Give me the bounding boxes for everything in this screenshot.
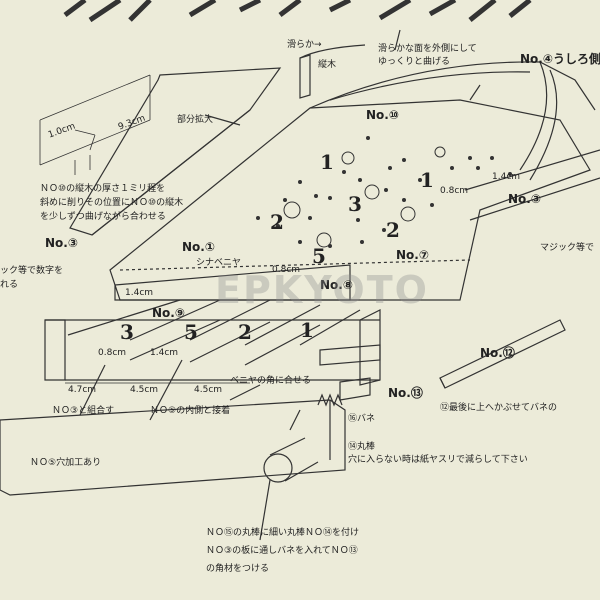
numbers-note-2: れる — [0, 280, 19, 290]
dim-0.8a: 0.8cm — [272, 265, 301, 275]
lane-number: 5 — [184, 320, 198, 344]
dim-0.8b: 0.8cm — [98, 348, 127, 358]
dim-4.7: 4.7cm — [68, 385, 97, 395]
bottom-note-2: ＮＯ③の板に通しバネを入れてＮＯ⑬ — [206, 546, 358, 556]
numbers-note: ック等で数字を — [0, 266, 64, 276]
dim-1.4a: 1.4cm — [125, 288, 154, 298]
board-number: 1 — [420, 168, 434, 192]
combine3-label: ＮＯ③と組合す — [52, 406, 115, 416]
spring-label: ⑯バネ — [348, 414, 376, 424]
board-number: 2 — [270, 210, 284, 234]
dim-1.4b: 1.4cm — [150, 348, 179, 358]
bend-note-2: ゆっくりと曲げる — [378, 57, 451, 67]
part-7-label: No.⑦ — [396, 248, 430, 262]
part-1-label: No.① — [182, 240, 216, 254]
last-note: ⑫最後に上へかぶせてバネの — [440, 403, 558, 413]
board-number: 5 — [312, 244, 326, 268]
board-number: 3 — [348, 192, 362, 216]
lane-number: 1 — [300, 318, 314, 342]
part-8-label: No.⑧ — [320, 278, 354, 292]
rod-note: 穴に入らない時は紙ヤスリで減らして下さい — [348, 455, 528, 465]
hole5-label: ＮＯ⑤穴加工あり — [30, 458, 102, 468]
part-12-label: No.⑫ — [480, 346, 515, 360]
dim-1.4c: 1.4cm — [492, 172, 521, 182]
part-13-label: No.⑬ — [388, 386, 423, 400]
lane-number: 2 — [238, 320, 252, 344]
magic-label: マジック等で — [540, 243, 595, 253]
part-9-label: No.⑨ — [152, 306, 186, 320]
part-4-label: No.④うしろ側 — [520, 52, 600, 66]
smooth-label: 滑らか→ — [287, 40, 322, 50]
no10-note-1: ＮＯ⑩の縦木の厚さ１ミリ程を — [40, 184, 166, 194]
plywood-label: シナベニヤ — [196, 258, 242, 268]
bottom-note-3: の角材をつける — [206, 564, 270, 574]
no10-note-2: 斜めに削りその位置にＮＯ⑩の縦木 — [40, 198, 184, 208]
bend-note-1: 滑らかな面を外側にして — [378, 44, 477, 54]
bottom-note-1: ＮＯ⑮の丸棒に細い丸棒ＮＯ⑭を付け — [206, 528, 360, 538]
dim-0.8c: 0.8cm — [440, 186, 469, 196]
rod-label: ⑭丸棒 — [348, 442, 376, 452]
board-number: 1 — [320, 150, 334, 174]
vertical-wood-label: 縦木 — [318, 60, 337, 70]
dim-4.5b: 4.5cm — [194, 385, 223, 395]
lane-number: 3 — [120, 320, 134, 344]
glue5-label: ＮＯ⑤の内側と接着 — [150, 406, 231, 416]
enlarged-label: 部分拡大 — [177, 115, 214, 125]
part-3b-label: No.③ — [508, 192, 542, 206]
watermark: EPKYOTO — [215, 268, 429, 312]
corner-label: ベニヤの角に合せる — [230, 376, 312, 386]
no10-note-3: を少しずつ曲げながら合わせる — [40, 212, 166, 222]
dim-4.5a: 4.5cm — [130, 385, 159, 395]
part-3a-label: No.③ — [45, 236, 79, 250]
board-number: 2 — [386, 218, 400, 242]
part-10-label: No.⑩ — [366, 108, 400, 122]
